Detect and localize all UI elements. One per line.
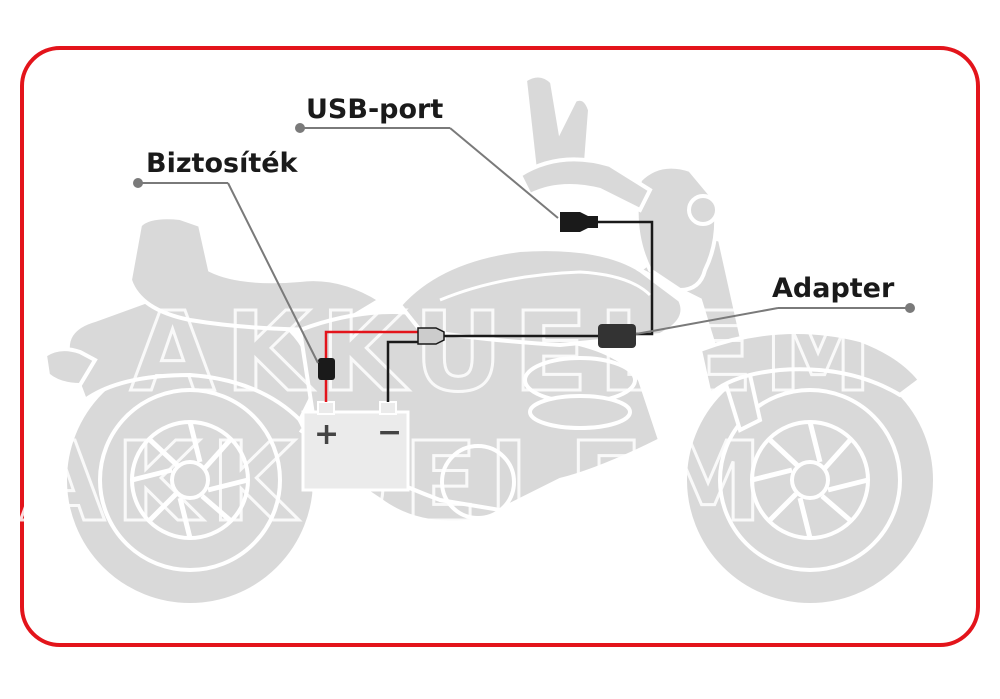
battery: + − <box>301 401 410 492</box>
negative-wire <box>386 340 418 402</box>
motorcycle-illustration <box>42 73 937 607</box>
tank-stripe <box>439 270 652 302</box>
seat-backrest <box>127 215 384 333</box>
battery-positive-sign: + <box>314 417 339 452</box>
watermark-line-1: AKKUELEM <box>130 288 883 416</box>
usb-port-connector <box>560 212 598 232</box>
engine-cover-lower <box>528 394 632 430</box>
callout-leaders <box>133 123 915 364</box>
battery-body <box>301 410 410 492</box>
fuse-leader-dot <box>133 178 143 188</box>
battery-terminal-positive <box>317 401 335 415</box>
fuse-holder <box>318 358 335 380</box>
adapter-leader-dot <box>905 303 915 313</box>
usb-port-leader-diagonal <box>449 127 559 219</box>
crankcase <box>440 444 516 520</box>
label-usb-port: USB-port <box>306 94 443 125</box>
battery-negative-sign: − <box>377 415 402 450</box>
label-adapter: Adapter <box>772 273 895 304</box>
label-fuse: Biztosíték <box>146 148 299 179</box>
usb-port-leader-dot <box>295 123 305 133</box>
front-fender <box>697 330 923 399</box>
headlight <box>687 194 719 226</box>
handlebar <box>517 157 653 213</box>
wiring <box>318 212 654 402</box>
adapter-leader-diagonal <box>635 307 779 335</box>
wire-connector <box>417 327 445 345</box>
fuse-leader-diagonal <box>227 182 319 364</box>
battery-terminal-negative <box>379 401 397 415</box>
tail-light <box>42 347 98 388</box>
adapter-unit <box>598 324 636 348</box>
usb-cable <box>598 220 654 336</box>
